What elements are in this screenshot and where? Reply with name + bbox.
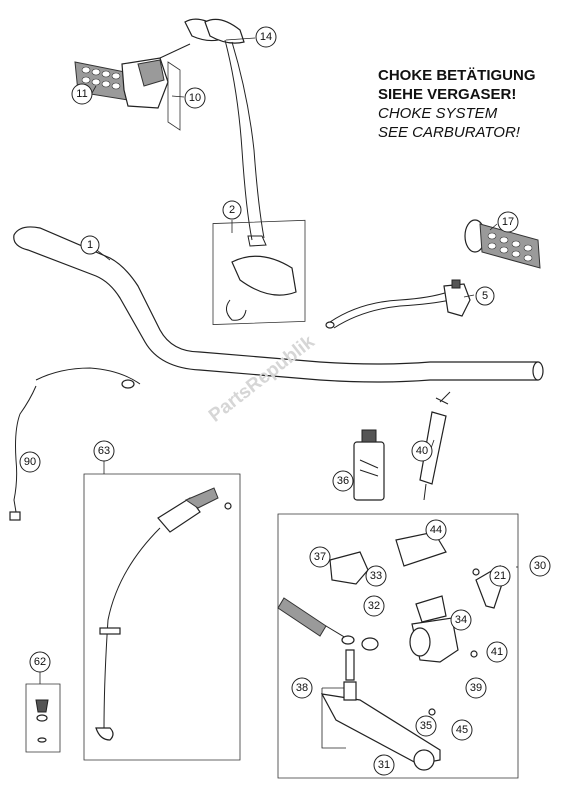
- callout-10: 10: [184, 87, 206, 109]
- callout-32: 32: [363, 595, 385, 617]
- svg-text:5: 5: [482, 290, 488, 302]
- svg-text:30: 30: [534, 560, 546, 572]
- callout-5: 5: [475, 286, 495, 306]
- callout-37: 37: [309, 546, 331, 568]
- banjo-bolt-group: [25, 683, 61, 753]
- callout-34: 34: [450, 609, 472, 631]
- svg-text:32: 32: [368, 600, 380, 612]
- hydraulic-oil-bottle: [353, 429, 385, 501]
- svg-text:45: 45: [456, 724, 468, 736]
- callout-33: 33: [365, 565, 387, 587]
- svg-text:90: 90: [24, 456, 36, 468]
- callout-31: 31: [373, 754, 395, 776]
- callout-38: 38: [291, 677, 313, 699]
- svg-text:14: 14: [260, 31, 272, 43]
- callout-2: 2: [222, 200, 242, 220]
- svg-text:44: 44: [430, 524, 442, 536]
- master-cylinder-group: [277, 513, 519, 779]
- svg-text:10: 10: [189, 92, 201, 104]
- svg-text:41: 41: [491, 646, 503, 658]
- svg-text:17: 17: [502, 216, 514, 228]
- callout-21: 21: [489, 565, 511, 587]
- callout-11: 11: [71, 83, 93, 105]
- svg-text:62: 62: [34, 656, 46, 668]
- svg-text:1: 1: [87, 239, 93, 251]
- callout-35: 35: [415, 715, 437, 737]
- svg-text:39: 39: [470, 682, 482, 694]
- svg-text:63: 63: [98, 445, 110, 457]
- svg-text:34: 34: [455, 614, 467, 626]
- callout-44: 44: [425, 519, 447, 541]
- svg-text:33: 33: [370, 570, 382, 582]
- svg-text:35: 35: [420, 720, 432, 732]
- grip-bracket-10: [167, 61, 181, 131]
- callout-41: 41: [486, 641, 508, 663]
- svg-text:36: 36: [337, 475, 349, 487]
- throttle-grip: [74, 43, 191, 109]
- handlebar: [13, 226, 544, 383]
- svg-text:31: 31: [378, 759, 390, 771]
- leader-lines: [39, 37, 518, 749]
- choke-note-english: CHOKE SYSTEM SEE CARBURATOR!: [378, 104, 520, 142]
- decompression-cable: [9, 367, 141, 521]
- throttle-cables: [184, 18, 267, 247]
- callout-17: 17: [497, 211, 519, 233]
- svg-text:2: 2: [229, 204, 235, 216]
- callout-30: 30: [529, 555, 551, 577]
- callout-90: 90: [19, 451, 41, 473]
- throttle-cable-group: [83, 473, 241, 761]
- callout-39: 39: [465, 677, 487, 699]
- callout-36: 36: [332, 470, 354, 492]
- choke-note-german-line1: CHOKE BETÄTIGUNG: [378, 67, 536, 84]
- hand-grip: [464, 219, 541, 269]
- kill-switch: [325, 279, 471, 329]
- callout-62: 62: [29, 651, 51, 673]
- callout-14: 14: [255, 26, 277, 48]
- svg-text:11: 11: [76, 88, 87, 100]
- callout-40: 40: [411, 440, 433, 462]
- choke-note-german: CHOKE BETÄTIGUNG SIEHE VERGASER!: [378, 66, 536, 104]
- choke-note-german-line2: SIEHE VERGASER!: [378, 86, 517, 103]
- svg-text:38: 38: [296, 682, 308, 694]
- callout-45: 45: [451, 719, 473, 741]
- callout-63: 63: [93, 440, 115, 462]
- svg-text:21: 21: [494, 570, 506, 582]
- choke-note-english-line1: CHOKE SYSTEM: [378, 105, 498, 122]
- callout-1: 1: [80, 235, 100, 255]
- svg-text:40: 40: [416, 445, 428, 457]
- cover-assembly: [212, 219, 306, 325]
- choke-note-english-line2: SEE CARBURATOR!: [378, 124, 520, 141]
- svg-text:37: 37: [314, 551, 326, 563]
